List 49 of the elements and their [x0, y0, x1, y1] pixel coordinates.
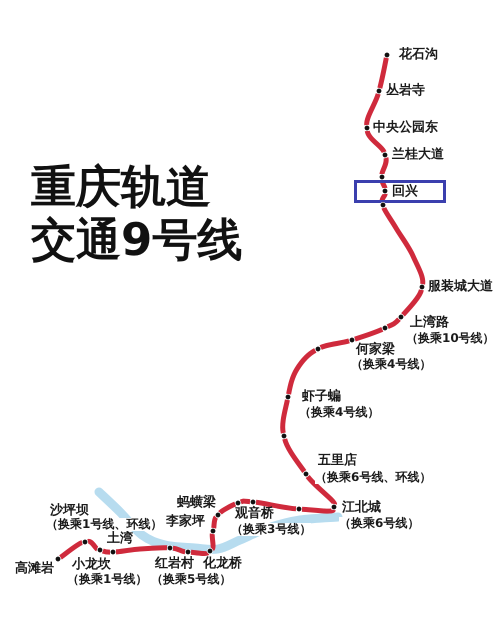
station-dot [382, 325, 388, 331]
station-name: 江北城 [342, 501, 381, 515]
line-segment [380, 193, 388, 202]
station-dot [384, 52, 390, 58]
station-name: 高滩岩 [15, 562, 54, 576]
station-dot [82, 539, 88, 545]
station-dot [55, 556, 61, 562]
line-segment [286, 348, 317, 395]
station-name: 中央公园东 [373, 121, 438, 135]
highlight-box [354, 180, 446, 203]
station-dot [364, 125, 370, 131]
station-name: 红岩村 [155, 557, 194, 571]
line-segment [386, 317, 401, 329]
line-segment [377, 57, 389, 89]
station-name: 何家梁 [356, 343, 395, 357]
line-segment [354, 327, 384, 342]
station-dot [398, 314, 404, 320]
station-dot [379, 174, 385, 180]
line-segment [364, 130, 386, 154]
station-name: 服装城大道 [428, 280, 493, 294]
station-name: 花石沟 [399, 48, 438, 62]
line-segment [401, 289, 424, 316]
station-dot [382, 188, 388, 194]
line-segment [382, 206, 426, 284]
line-segment [380, 157, 389, 174]
line-segment [320, 338, 350, 350]
line-segment [59, 540, 83, 560]
station-dot [349, 337, 355, 343]
station-name: 小龙坎 [72, 558, 111, 572]
station-dot [382, 152, 388, 158]
station-name: 上湾路 [410, 316, 449, 330]
line-segment [280, 399, 290, 434]
station-name: 丛岩寺 [386, 84, 425, 98]
station-name: 回兴 [392, 185, 418, 199]
line-segment [364, 93, 381, 126]
station-dot [376, 88, 382, 94]
station-dot [380, 202, 386, 208]
station-name: 沙坪坝 [50, 504, 89, 518]
station-dot [419, 284, 425, 290]
line-segment [282, 438, 306, 473]
station-name: 化龙桥 [203, 557, 242, 571]
station-dot [281, 433, 287, 439]
station-dot [303, 471, 309, 477]
station-dot [315, 346, 321, 352]
station-name: 五里店 [318, 454, 357, 468]
title: 重庆轨道交通9号线 [31, 160, 244, 266]
station-name: 虾子蝙 [302, 390, 341, 404]
station-name: 兰桂大道 [392, 148, 444, 162]
station-dot [285, 394, 291, 400]
